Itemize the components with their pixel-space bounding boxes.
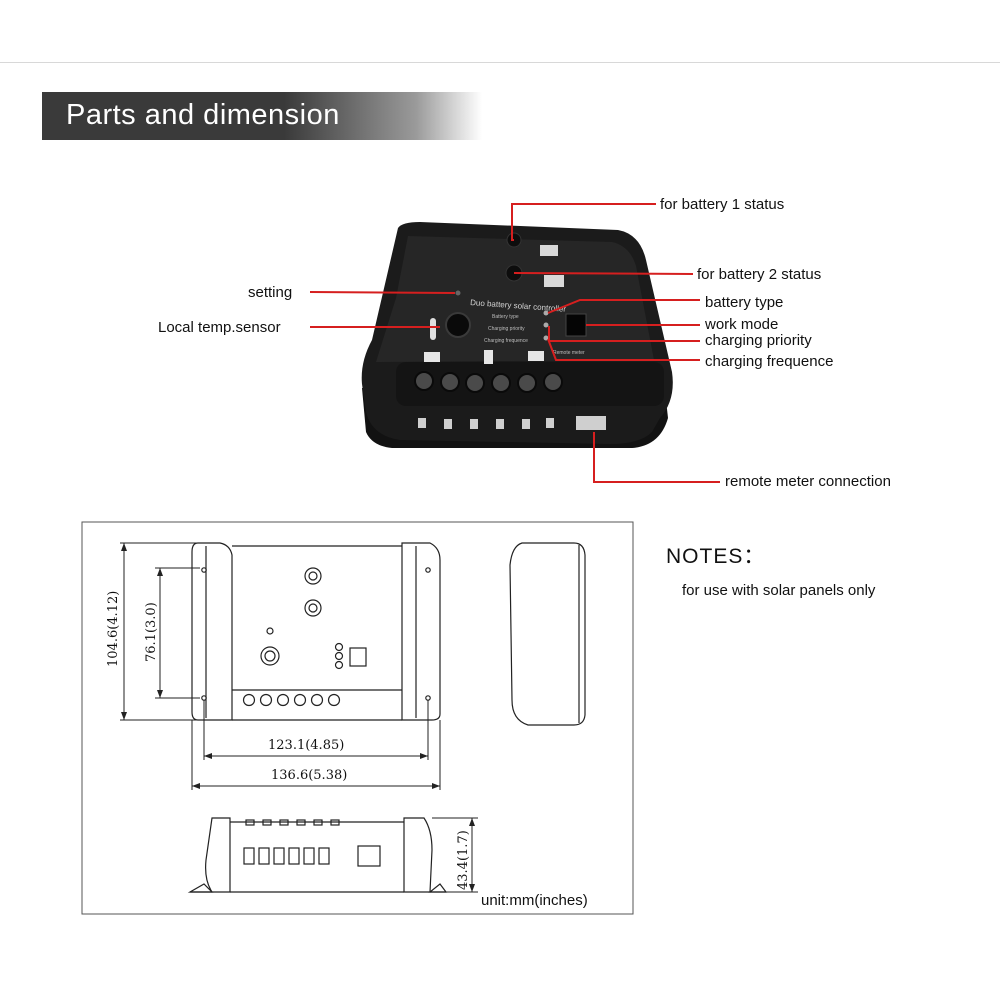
unit-label: unit:mm(inches) [481,892,588,909]
callout-battery1-status: for battery 1 status [660,196,785,213]
dim-depth: 43.4(1.7) [456,830,471,890]
charging-priority-print: Charging priority [488,326,525,332]
callout-battery2-status: for battery 2 status [697,266,822,283]
drawing-frame [81,521,634,915]
side-view [509,542,586,726]
notes-heading: NOTES： [666,545,766,568]
dim-height-total: 104.6(4.12) [106,590,121,667]
battery1-icon [540,245,558,256]
dim-hole-spacing-horizontal: 123.1(4.85) [268,738,345,753]
leader-lines [309,203,720,483]
callout-battery-type: battery type [705,294,784,311]
dimension-lines [120,542,478,893]
callout-charging-frequence: charging frequence [705,353,834,370]
thermometer-icon [430,318,436,340]
callout-setting: setting [248,284,293,301]
dim-hole-spacing-vertical: 76.1(3.0) [144,602,159,662]
battery2-icon [544,275,564,287]
callout-work-mode: work mode [705,316,779,333]
polarity-icons [424,350,544,364]
temp-sensor-window [445,312,471,338]
controller-photo: Duo battery solar controller Battery typ… [309,203,720,483]
setting-hole [455,290,461,296]
charging-frequence-print: Charging frequence [484,338,528,344]
section-banner [42,92,482,140]
battery-type-print: Battery type [492,314,519,320]
callout-remote-meter: remote meter connection [725,473,891,490]
callout-local-temp-sensor: Local temp.sensor [158,319,281,336]
dim-width-total: 136.6(5.38) [271,768,348,783]
notes-text: for use with solar panels only [682,582,876,599]
front-view [187,817,448,893]
top-divider [0,62,1000,63]
dimension-arrows [121,543,475,892]
top-view [191,542,441,721]
terminal-screws [414,371,563,393]
callout-charging-priority: charging priority [705,332,812,349]
remote-meter-print: Remote meter [553,350,585,356]
page-title: Parts and dimension [66,99,340,131]
wire-slots [418,416,606,430]
